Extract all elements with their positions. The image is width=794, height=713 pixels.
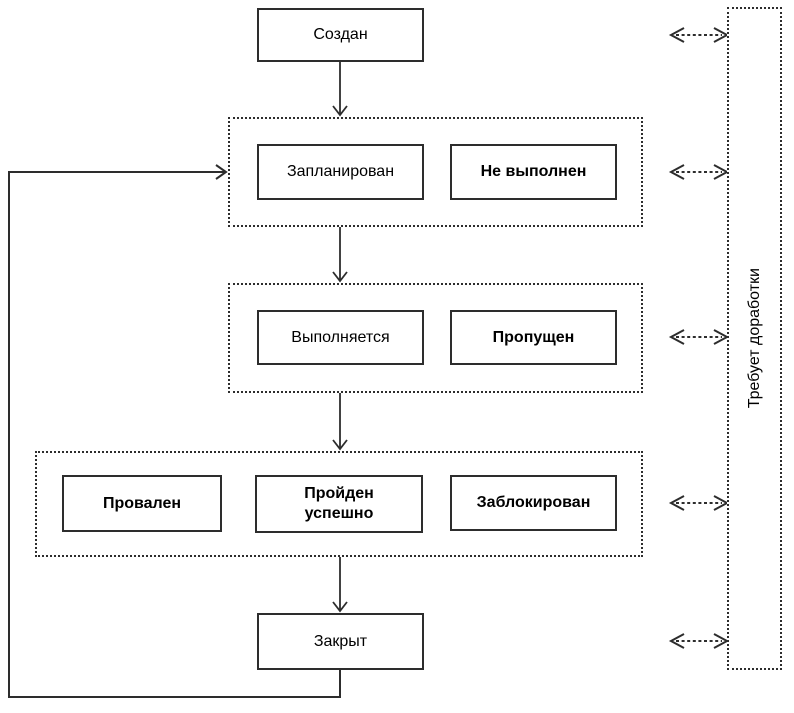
dashed-arrow-result-rework	[668, 495, 730, 511]
state-skipped: Пропущен	[450, 310, 617, 365]
arrow-running-to-result	[332, 393, 348, 451]
state-failed: Провален	[62, 475, 222, 532]
arrowhead-left-icon	[668, 495, 685, 511]
state-not-executed: Не выполнен	[450, 144, 617, 200]
arrowhead-left-icon	[668, 633, 685, 649]
dashed-arrow-created-rework	[668, 27, 730, 43]
dashed-arrow-running-rework	[668, 329, 730, 345]
arrowhead-down-icon	[332, 105, 348, 117]
dashed-arrow-closed-rework	[668, 633, 730, 649]
state-planned: Запланирован	[257, 144, 424, 200]
dashed-arrow-scheduled-rework	[668, 164, 730, 180]
state-created: Создан	[257, 8, 424, 62]
state-rework-label: Требует доработки	[745, 268, 763, 409]
arrow-result-to-closed	[332, 557, 348, 613]
state-skipped-label: Пропущен	[492, 328, 575, 346]
state-closed-label: Закрыт	[313, 632, 368, 650]
state-rework-panel: Требует доработки	[727, 7, 782, 670]
arrowhead-right-icon	[215, 164, 228, 180]
arrow-created-to-scheduled	[332, 62, 348, 117]
state-blocked-label: Заблокирован	[476, 494, 591, 511]
state-planned-label: Запланирован	[286, 163, 395, 180]
group-scheduled-states	[228, 117, 643, 227]
arrowhead-down-icon	[332, 271, 348, 283]
state-passed-label: Пройден успешно	[304, 485, 374, 522]
state-not-executed-label: Не выполнен	[480, 163, 587, 180]
state-failed-label: Провален	[102, 494, 182, 512]
arrowhead-left-icon	[668, 27, 685, 43]
state-in-progress-label: Выполняется	[291, 328, 390, 346]
arrowhead-left-icon	[668, 164, 685, 180]
state-created-label: Создан	[313, 26, 368, 43]
group-running-states	[228, 283, 643, 393]
arrow-scheduled-to-running	[332, 227, 348, 283]
group-result-states	[35, 451, 643, 557]
arrowhead-left-icon	[668, 329, 685, 345]
state-passed: Пройден успешно	[255, 475, 423, 533]
arrow-closed-loop-to-scheduled	[8, 164, 341, 698]
arrowhead-down-icon	[332, 601, 348, 613]
state-in-progress: Выполняется	[257, 310, 424, 365]
state-blocked: Заблокирован	[450, 475, 617, 531]
state-closed: Закрыт	[257, 613, 424, 670]
arrowhead-down-icon	[332, 439, 348, 451]
